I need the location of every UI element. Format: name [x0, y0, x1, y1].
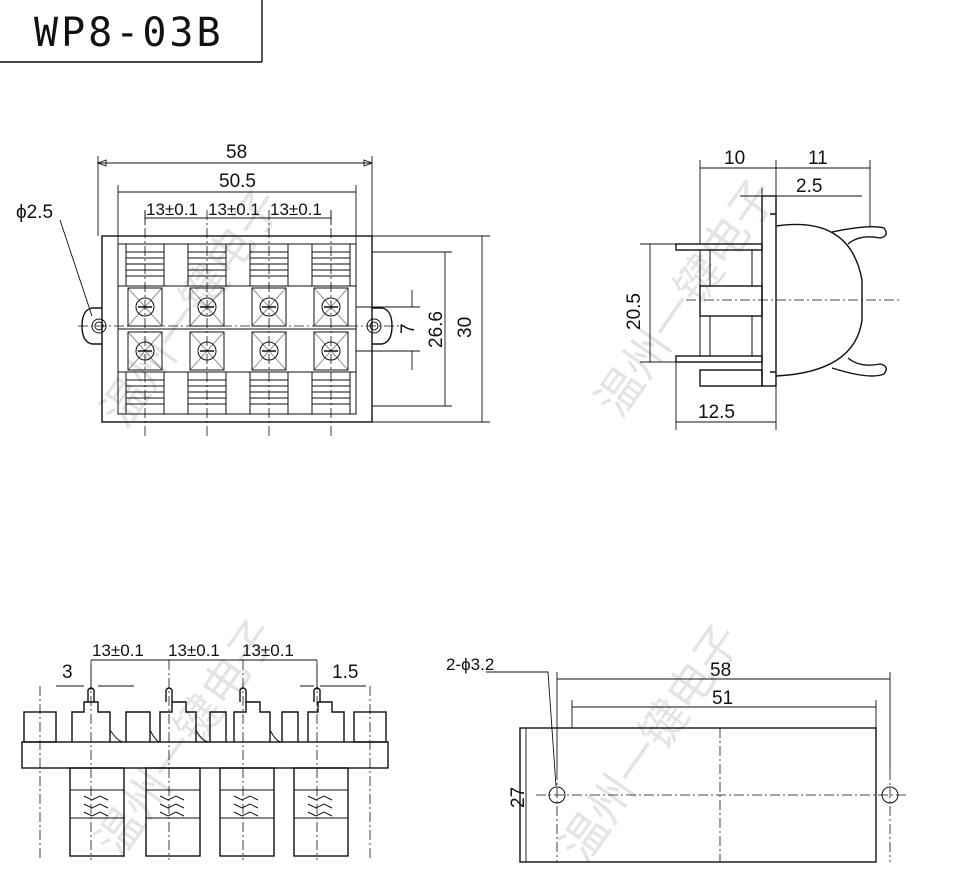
title-block: WP8-03B	[0, 0, 263, 63]
dim-bottom-pitch-2: 13±0.1	[168, 641, 220, 660]
dim-cutout-58: 58	[710, 660, 731, 681]
dim-cutout-27: 27	[508, 787, 529, 808]
dim-10: 10	[724, 148, 745, 169]
dim-inner-height: 26.6	[426, 311, 447, 348]
dim-2-5: 2.5	[796, 176, 822, 197]
dim-pitch-2: 13±0.1	[208, 200, 260, 219]
dim-hole-pitch: 50.5	[219, 171, 256, 192]
title: WP8-03B	[34, 10, 224, 56]
dim-12-5: 12.5	[698, 402, 735, 423]
watermark-group: 温州一键电子 温州一键电子 温州一键电子 温州一键电子	[85, 169, 788, 869]
dim-overall-height: 30	[455, 317, 476, 338]
bottom-view: 13±0.1 13±0.1 13±0.1 3 1.5	[21, 641, 389, 860]
dim-hole-dia: ϕ2.5	[16, 202, 53, 223]
dim-holes: 2-ϕ3.2	[446, 655, 494, 674]
dim-3: 3	[62, 662, 73, 683]
dim-pitch-1: 13±0.1	[146, 200, 198, 219]
front-view: 58 50.5 13±0.1 13±0.1 13±0.1 ϕ2.5 7 26.6…	[16, 142, 490, 436]
dim-11: 11	[808, 148, 828, 169]
dim-bottom-pitch-1: 13±0.1	[92, 641, 144, 660]
watermark-4: 温州一键电子	[550, 614, 753, 869]
dim-20-5: 20.5	[624, 293, 645, 330]
dim-1-5: 1.5	[332, 662, 358, 683]
dim-cutout-51: 51	[712, 688, 733, 709]
watermark-2: 温州一键电子	[585, 169, 788, 426]
dim-overall-width: 58	[226, 142, 247, 163]
panel-cutout: 58 51 27 2-ϕ3.2	[446, 655, 908, 863]
side-view: 10 11 2.5 20.5 12.5	[624, 148, 900, 430]
dim-row-gap: 7	[398, 323, 419, 334]
dim-bottom-pitch-3: 13±0.1	[242, 641, 294, 660]
dim-pitch-3: 13±0.1	[270, 200, 322, 219]
